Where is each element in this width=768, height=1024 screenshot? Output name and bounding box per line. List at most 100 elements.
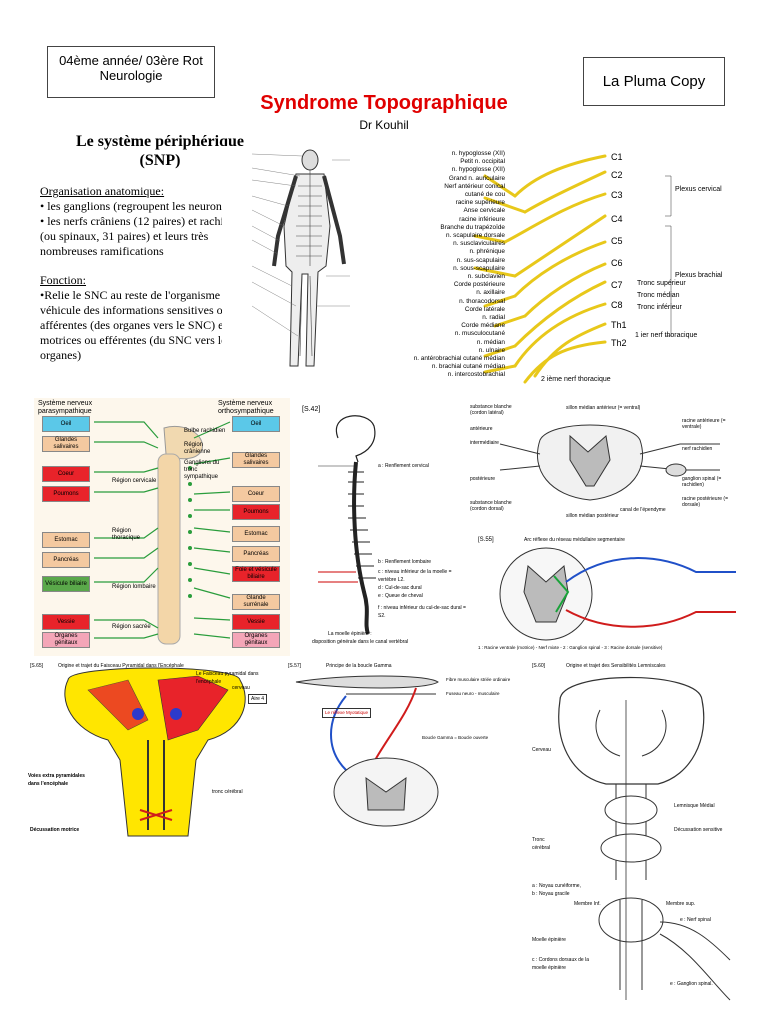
lemniscal-cerveau: Cerveau — [532, 747, 551, 753]
autonomic-figure: Système nerveux parasympathique Système … — [34, 398, 290, 656]
left-organ-box: Poumons — [42, 486, 90, 502]
right-organ-box: Glandes salivaires — [232, 452, 280, 468]
lemniscal-figure: [S.60] Origine et trajet des Sensibilité… — [530, 660, 740, 1020]
left-organ-box: Vésicule biliaire — [42, 576, 90, 592]
plexus-nerve-label: n. sous-scapulaire — [453, 264, 505, 272]
plexus-nerve-label: n. subclavien — [467, 273, 505, 281]
nerf-thoracique-1-label: 1 ier nerf thoracique — [635, 332, 698, 339]
plexus-root-label: C1 — [611, 152, 623, 162]
cord-drawing — [499, 424, 720, 501]
right-organ-box: Estomac — [232, 526, 280, 542]
gamma-code: [S.57] — [288, 663, 302, 669]
para-title: Système nerveux parasympathique — [38, 400, 93, 415]
region-label: Région thoracique — [112, 528, 141, 541]
pyramidal-figure: [S.65] Origine et trajet du Faisceau Pyr… — [28, 660, 280, 840]
reflex-figure: [S.55] Arc réflexe du réseau médullaire … — [476, 532, 740, 656]
plexus-nerve-label: n. hypoglosse (XII) — [451, 150, 505, 157]
cord-right-label: racine antérieure (= ventrale) — [682, 418, 726, 430]
spine-label-a: a : Renflement cervical — [378, 463, 429, 469]
plexus-root-label: Th2 — [611, 338, 627, 348]
plexus-nerve-label: racine inférieure — [459, 215, 505, 223]
page-title: Syndrome Topographique — [260, 92, 508, 114]
right-organ-box: Oeil — [232, 416, 280, 432]
ortho-title: Système nerveux orthosympathique — [218, 400, 274, 415]
pyramidal-tronc: tronc cérébral — [212, 789, 243, 795]
cord-left-label: postérieure — [470, 476, 496, 482]
lemniscal-code: [S.60] — [532, 663, 546, 669]
plexus-root-label: C6 — [611, 258, 623, 268]
left-organ-box: Coeur — [42, 466, 90, 482]
gamma-boucle: Boucle Gamma = Boucle ouverte — [422, 735, 489, 740]
gamma-fuseau: Fuseau neuro - musculaire — [446, 691, 500, 696]
plexus-nerve-label: n. intercostobrachial — [447, 371, 505, 379]
publisher-name: La Pluma Copy — [602, 73, 706, 90]
pyramidal-code: [S.65] — [30, 663, 44, 669]
cord-bottom-label: sillon médian postérieur — [566, 513, 619, 519]
cord-right-label: nerf rachidien — [682, 446, 713, 452]
lemniscal-a: a : Noyau cunéiforme, — [532, 883, 581, 889]
cord-section-figure: sillon médian antérieur (= ventral) subs… — [470, 400, 740, 526]
right-organ-box: Organes génitaux — [232, 632, 280, 648]
class-box: 04ème année/ 03ère Rot Neurologie — [47, 46, 215, 98]
left-organ-box: Vessie — [42, 614, 90, 630]
region-label: Région cervicale — [112, 478, 157, 484]
plexus-nerve-label: Corde latérale — [464, 305, 505, 313]
cord-top-label: sillon médian antérieur (= ventral) — [566, 405, 641, 411]
spine-label-f: f : niveau inférieur du cul-de-sac dural… — [378, 605, 466, 619]
left-organ-box: Organes génitaux — [42, 632, 90, 648]
cord-left-label: substance blanche (cordon dorsal) — [470, 500, 512, 512]
snp-text: Le système périphérique (SNP) Organisati… — [40, 132, 280, 363]
lemniscal-membre-inf: Membre Inf. — [574, 901, 601, 907]
reflex-title: Arc réflexe du réseau médullaire segment… — [524, 537, 625, 543]
plexus-nerve-label: n. scapulaire dorsale — [446, 232, 505, 240]
gamma-drawing — [295, 675, 439, 827]
cord-left-label: antérieure — [470, 426, 493, 432]
lemniscal-title: Origine et trajet des Sensibilités Lemni… — [566, 663, 666, 669]
lemniscal-nerf: e : Nerf spinal — [680, 917, 711, 923]
plexus-root-label: Th1 — [611, 320, 627, 330]
body-silhouette — [251, 149, 350, 367]
region-label: Région lombaire — [112, 584, 156, 590]
plexus-nerve-label: cutané de cou — [464, 191, 505, 199]
bullet-nerfs: • les nerfs crâniens (12 paires) et rach… — [40, 214, 250, 228]
author: Dr Kouhil — [359, 118, 409, 132]
func-line5: organes) — [40, 348, 82, 362]
plexus-cervical-label: Plexus cervical — [675, 186, 722, 193]
class-line2: Neurologie — [99, 68, 163, 83]
plexus-nerve-label: n. antérobrachial cutané médian — [413, 355, 505, 363]
plexus-root-label: C5 — [611, 236, 623, 246]
right-organ-box: Coeur — [232, 486, 280, 502]
plexus-nerve-label: n. axillaire — [476, 289, 505, 297]
autonomic-drawing — [94, 421, 231, 645]
spine-label-e: e : Queue de cheval — [378, 593, 423, 599]
pyramidal-voies: Voies extra pyramidales dans l'encéphale — [28, 773, 85, 787]
left-organ-box: Oeil — [42, 416, 90, 432]
snp-body: Organisation anatomique: • les ganglions… — [40, 184, 280, 363]
gamma-fibre: Fibre musculaire striée ordinaire — [446, 677, 511, 682]
lemniscal-ganglion: e : Ganglion spinal. — [670, 981, 713, 987]
plexus-nerve-label: n. médian — [476, 338, 505, 346]
spine-caption-2: disposition générale dans le canal verté… — [312, 639, 409, 645]
org-title: Organisation anatomique: — [40, 184, 165, 198]
pyramidal-subtitle: Le Faisceau pyramidal dans l'encéphale — [196, 671, 259, 685]
plexus-root-label: C2 — [611, 170, 623, 180]
spine-label-d: d : Cul-de-sac dural — [378, 585, 422, 591]
tronc-superieur-label: Tronc supérieur — [637, 280, 686, 287]
cord-left-label: substance blanche (cordon latéral) — [470, 404, 512, 416]
spine-figure: [S.42] a : Renflement cervical b : Renfl… — [298, 402, 468, 652]
plexus-nerve-label: Petit n. occipital — [460, 158, 505, 166]
func-title: Fonction: — [40, 273, 87, 287]
spine-caption-1: La moelle épinière : — [328, 631, 372, 637]
gamma-reflexe: Le réflexe Myotatique — [322, 708, 372, 718]
left-organ-box: Glandes salivaires — [42, 436, 90, 452]
plexus-root-label: C8 — [611, 300, 623, 310]
pyramidal-cerveau: cerveau — [232, 685, 250, 691]
spine-drawing — [318, 415, 376, 635]
plexus-drawing — [473, 154, 672, 384]
nerf-thoracique-2-label: 2 ième nerf thoracique — [541, 376, 611, 383]
region-label: Bulbe rachidien — [184, 428, 226, 434]
plexus-nerve-label: n. hypoglosse (XII) — [451, 166, 505, 174]
cord-right-label: racine postérieure (= dorsale) — [682, 496, 728, 508]
region-label: Région crânienne — [184, 442, 211, 455]
